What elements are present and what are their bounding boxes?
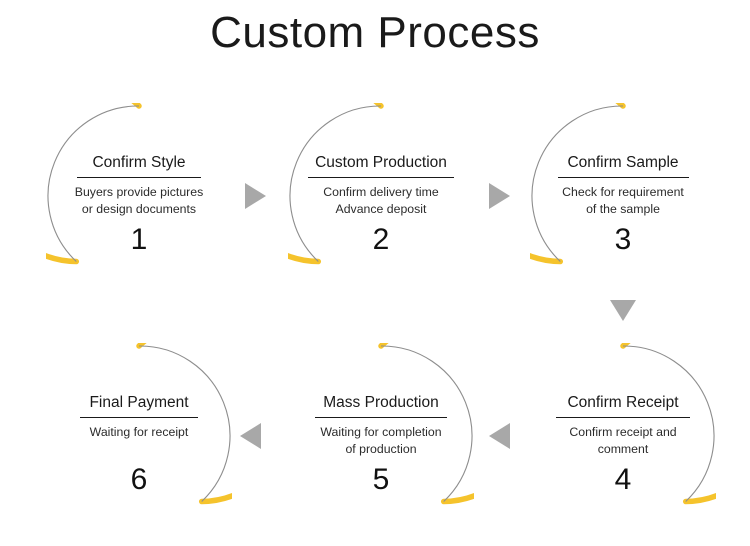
step-divider (308, 177, 454, 179)
step-content-2: Custom Production Confirm delivery time … (288, 103, 474, 289)
arrow-step2-to-step3-icon (489, 183, 510, 209)
arrow-step1-to-step2-icon (245, 183, 266, 209)
step-description: Waiting for receipt (89, 425, 189, 440)
step-divider (77, 177, 201, 179)
step-description: Check for requirement of the sample (562, 185, 684, 216)
step-divider (315, 417, 447, 419)
step-heading: Mass Production (323, 394, 439, 411)
step-description: Waiting for completion of production (320, 425, 442, 456)
arrow-step5-to-step6-icon (240, 423, 261, 449)
step-final-payment[interactable]: Final Payment Waiting for receipt 6 (46, 343, 232, 529)
step-heading: Custom Production (315, 154, 447, 171)
arrow-step3-to-step4-icon (610, 300, 636, 321)
step-number: 4 (614, 463, 632, 496)
arrow-step4-to-step5-icon (489, 423, 510, 449)
step-heading: Confirm Sample (567, 154, 679, 171)
step-content-5: Mass Production Waiting for completion o… (288, 343, 474, 529)
step-description: Buyers provide pictures or design docume… (74, 185, 204, 216)
step-divider (556, 417, 690, 419)
step-description: Confirm delivery time Advance deposit (323, 185, 439, 216)
step-description: Confirm receipt and comment (569, 425, 677, 456)
step-content-1: Confirm Style Buyers provide pictures or… (46, 103, 232, 289)
step-heading: Final Payment (89, 394, 189, 411)
step-heading: Confirm Receipt (567, 394, 679, 411)
step-confirm-sample[interactable]: Confirm Sample Check for requirement of … (530, 103, 716, 289)
step-divider (557, 177, 689, 179)
step-heading: Confirm Style (92, 154, 186, 171)
step-confirm-style[interactable]: Confirm Style Buyers provide pictures or… (46, 103, 232, 289)
step-custom-production[interactable]: Custom Production Confirm delivery time … (288, 103, 474, 289)
page-title: Custom Process (210, 8, 540, 57)
step-mass-production[interactable]: Mass Production Waiting for completion o… (288, 343, 474, 529)
step-content-6: Final Payment Waiting for receipt (46, 343, 232, 529)
step-confirm-receipt[interactable]: Confirm Receipt Confirm receipt and comm… (530, 343, 716, 529)
step-number: 3 (614, 223, 632, 256)
step-number: 5 (372, 463, 390, 496)
step-divider (80, 417, 198, 419)
step-content-4: Confirm Receipt Confirm receipt and comm… (530, 343, 716, 529)
step-number: 1 (130, 223, 148, 256)
step-number: 6 (130, 463, 148, 496)
step-content-3: Confirm Sample Check for requirement of … (530, 103, 716, 289)
step-number: 2 (372, 223, 390, 256)
